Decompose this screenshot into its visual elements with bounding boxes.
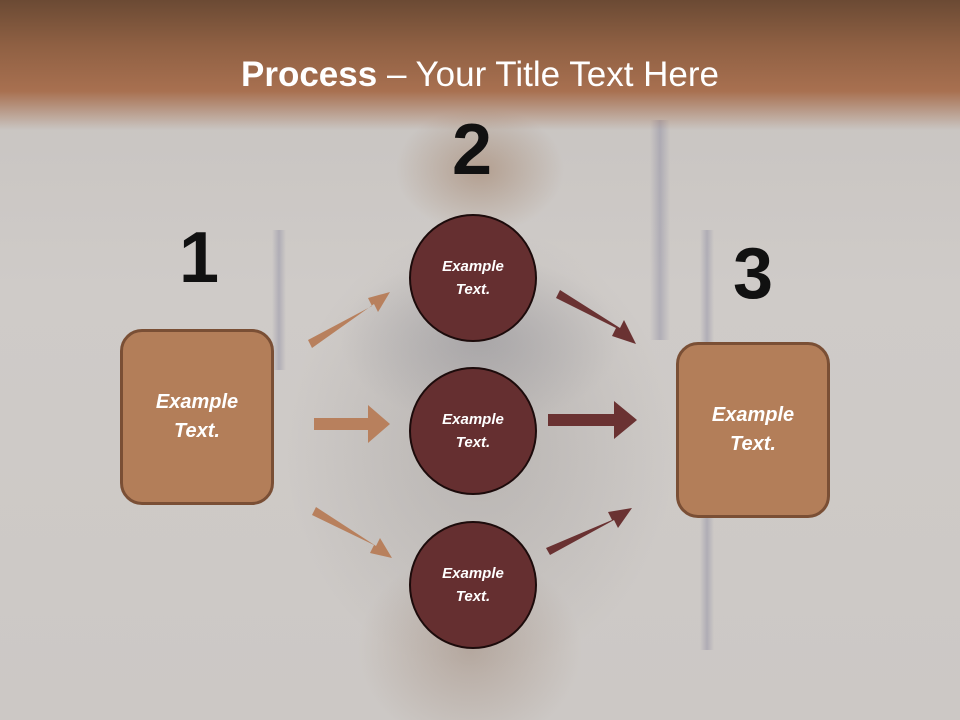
arrow-to-top-circle xyxy=(308,292,390,348)
circle-middle-label: Example Text. xyxy=(442,411,504,451)
step1-box-label: Example Text. xyxy=(155,391,239,442)
arrow-from-middle-circle xyxy=(548,401,637,439)
circle-bottom-label: Example Text. xyxy=(442,565,504,605)
step3-box[interactable]: Example Text. xyxy=(676,342,830,518)
step2-circle-middle[interactable]: Example Text. xyxy=(409,367,537,495)
step3-box-label: Example Text. xyxy=(711,404,795,455)
title-banner xyxy=(0,0,960,130)
step-number-1[interactable]: 1 xyxy=(178,218,220,298)
step2-circle-top[interactable]: Example Text. xyxy=(409,214,537,342)
arrow-from-top-circle xyxy=(556,290,636,344)
step2-circle-bottom[interactable]: Example Text. xyxy=(409,521,537,649)
step1-box[interactable]: Example Text. xyxy=(120,329,274,505)
step-number-3[interactable]: 3 xyxy=(732,234,774,314)
title-rest: – Your Title Text Here xyxy=(377,55,719,94)
step-number-2[interactable]: 2 xyxy=(451,110,493,190)
arrow-to-bottom-circle xyxy=(312,507,392,558)
arrow-from-bottom-circle xyxy=(546,508,632,555)
arrow-to-middle-circle xyxy=(314,405,390,443)
background-pole xyxy=(650,120,670,340)
title-bold: Process xyxy=(241,55,378,94)
circle-top-label: Example Text. xyxy=(442,258,504,298)
background-pole xyxy=(272,230,286,370)
slide-title[interactable]: Process – Your Title Text Here xyxy=(0,52,960,98)
